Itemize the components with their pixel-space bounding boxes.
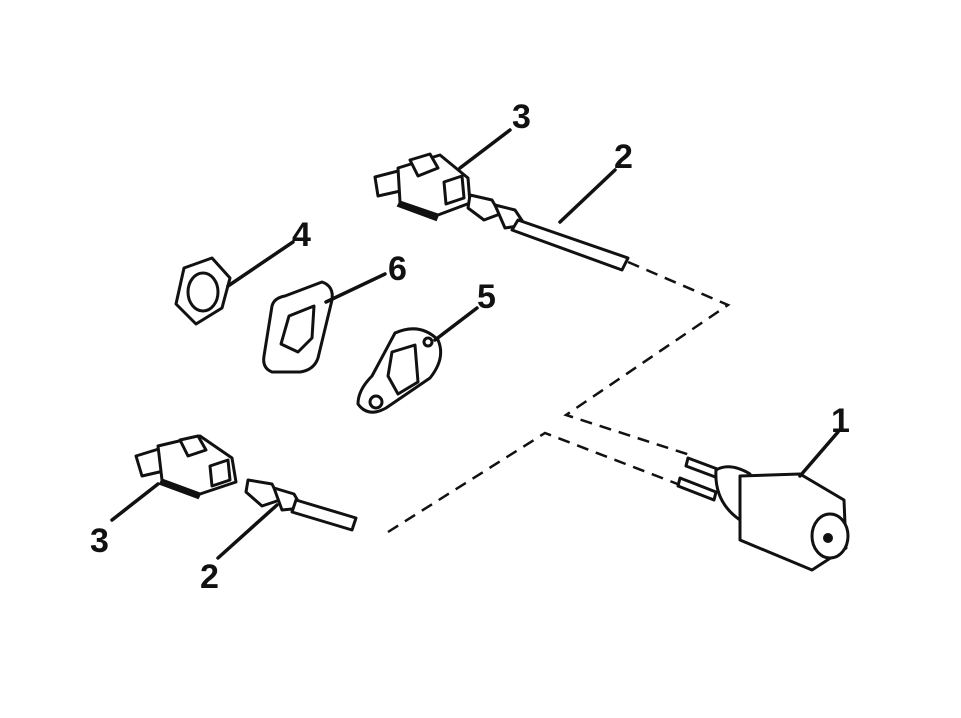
hex-nut xyxy=(174,256,232,326)
callout-connector-lower: 3 xyxy=(90,522,109,560)
leader-lines xyxy=(110,128,840,560)
connector-lower xyxy=(134,434,238,500)
connector-upper xyxy=(373,152,472,222)
callout-gasket: 6 xyxy=(388,250,407,288)
pressure-switch xyxy=(676,456,850,572)
wire-terminal-upper xyxy=(466,193,630,272)
callout-switch: 1 xyxy=(831,402,850,440)
mounting-plate xyxy=(356,327,443,414)
wire-terminal-lower xyxy=(244,478,358,532)
callout-wire-lower: 2 xyxy=(200,558,219,596)
callout-wire-upper: 2 xyxy=(614,138,633,176)
callout-plate: 5 xyxy=(477,278,496,316)
gasket xyxy=(262,280,334,374)
callout-nut: 4 xyxy=(292,216,311,254)
assembly-dashed-lines xyxy=(387,260,731,534)
callout-connector-upper: 3 xyxy=(512,98,531,136)
